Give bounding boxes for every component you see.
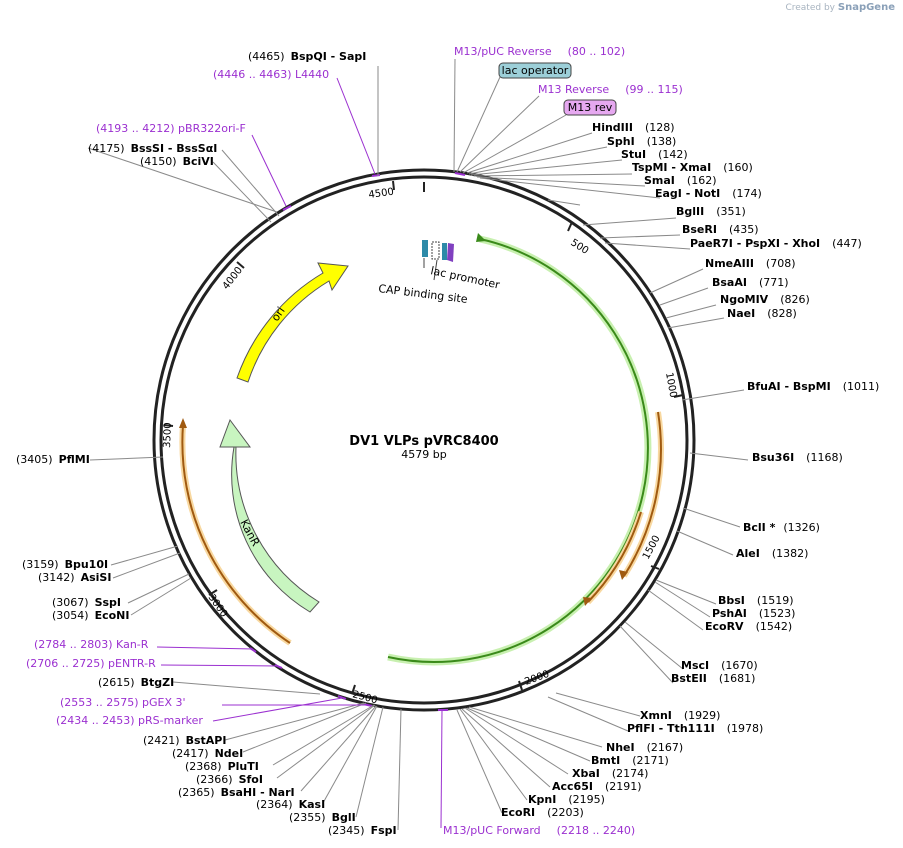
- site-label-bsahi: (2365)BsaHI - NarI: [178, 786, 295, 799]
- site-label-bbsi: BbsI(1519): [718, 594, 793, 607]
- kanr-label: KanR: [237, 517, 262, 548]
- primer-label-m13puc-forward: M13/pUC Forward(2218 .. 2240): [443, 824, 635, 837]
- site-label-bsu36i: Bsu36I(1168): [752, 451, 843, 464]
- site-label-bsteii: BstEII(1681): [671, 672, 755, 685]
- site-label-bsssi: (4175)BssSI - BssSαI: [88, 142, 217, 155]
- site-label-paer7i: PaeR7I - PspXI - XhoI(447): [690, 237, 862, 250]
- site-label-ecori: EcoRI(2203): [501, 806, 584, 819]
- site-label-stui: StuI(142): [621, 148, 688, 161]
- site-label-pshai: PshAI(1523): [712, 607, 795, 620]
- lac-operator-box: [498, 62, 572, 79]
- site-label-ngomiv: NgoMIV(826): [720, 293, 810, 306]
- created-by-text: Created by: [785, 3, 835, 13]
- site-label-alei: AleI(1382): [736, 547, 808, 560]
- primer-label-prs-marker: (2434 .. 2453) pRS-marker: [56, 714, 203, 727]
- site-label-ecorv: EcoRV(1542): [705, 620, 792, 633]
- primer-label-pgex3: (2553 .. 2575) pGEX 3': [60, 696, 186, 709]
- site-label-fspi: (2345)FspI: [328, 824, 397, 837]
- site-label-xbai: XbaI(2174): [572, 767, 648, 780]
- site-label-sspi: (3067)SspI: [52, 596, 121, 609]
- lac-operator-box-label: lac operator: [502, 64, 569, 77]
- site-labels: (4465)BspQI - SapI M13/pUC Reverse(80 ..…: [16, 45, 879, 837]
- site-label-bseri: BseRI(435): [682, 223, 759, 236]
- site-label-hindiii: HindIII(128): [592, 121, 675, 134]
- tick-3000: 3000: [206, 592, 230, 619]
- site-label-bsaai: BsaAI(771): [712, 276, 789, 289]
- tick-4500: 4500: [368, 187, 395, 201]
- site-label-econi: (3054)EcoNI: [52, 609, 129, 622]
- m13rev-box: [563, 99, 617, 116]
- site-label-bgli: (2355)BglI: [289, 811, 356, 824]
- primer-label-kan-r: (2784 .. 2803) Kan-R: [34, 638, 149, 651]
- tick-3500: 3500: [162, 422, 174, 448]
- cap-site-label: CAP binding site: [378, 282, 469, 306]
- site-label-nmeaiii: NmeAIII(708): [705, 257, 796, 270]
- site-label-bspqi: (4465)BspQI - SapI: [248, 50, 366, 63]
- site-label-bstapi: (2421)BstAPI: [143, 734, 226, 747]
- site-label-bcli: BclI *(1326): [743, 521, 820, 534]
- brand-text: SnapGene: [837, 2, 895, 13]
- site-label-bfuai: BfuAI - BspMI(1011): [747, 380, 879, 393]
- site-label-sphi: SphI(138): [607, 135, 676, 148]
- primer-label-m13-reverse: M13 Reverse(99 .. 115): [538, 83, 683, 96]
- primer-label-pentr-r: (2706 .. 2725) pENTR-R: [26, 657, 156, 670]
- site-label-bmti: BmtI(2171): [591, 754, 669, 767]
- cap-site-mark: [422, 240, 428, 257]
- site-label-bpu10i: (3159)Bpu10I: [22, 558, 108, 571]
- site-label-kasi: (2364)KasI: [256, 798, 325, 811]
- primer-marks: [249, 172, 466, 711]
- site-label-asisi: (3142)AsiSI: [38, 571, 111, 584]
- site-label-acc65i: Acc65I(2191): [552, 780, 642, 793]
- tick-1000: 1000: [663, 372, 678, 399]
- tick-500: 500: [568, 237, 590, 257]
- map-title: DV1 VLPs pVRC8400: [349, 434, 498, 449]
- site-label-tspmi: TspMI - XmaI(160): [632, 161, 753, 174]
- ori-arrow: [236, 262, 349, 383]
- lac-promoter-mark: [431, 241, 440, 260]
- kanr-arrow: [219, 418, 320, 613]
- primer-leaders: [156, 77, 443, 829]
- leader-lines: [87, 58, 749, 831]
- site-label-btgzi: (2615)BtgZI: [98, 676, 174, 689]
- snapgene-logo: Created by SnapGene: [785, 2, 895, 13]
- site-label-naei: NaeI(828): [727, 307, 797, 320]
- site-label-bglii: BglII(351): [676, 205, 746, 218]
- site-label-nhei: NheI(2167): [606, 741, 683, 754]
- lac-promoter-label: lac promoter: [429, 264, 501, 291]
- lac-operator-mark: [442, 243, 447, 260]
- backbone: [152, 168, 696, 712]
- primer-label-l4440: (4446 .. 4463) L4440: [213, 68, 329, 81]
- m13rev-mark: [447, 243, 454, 262]
- site-label-eagi: EagI - NotI(174): [655, 187, 762, 200]
- site-label-xmni: XmnI(1929): [640, 709, 720, 722]
- site-label-msci: MscI(1670): [681, 659, 758, 672]
- site-label-sfoi: (2366)SfoI: [196, 773, 263, 786]
- m13rev-box-label: M13 rev: [568, 101, 613, 114]
- features: ori KanR lac promoter CAP binding site: [179, 233, 664, 666]
- site-label-kpni: KpnI(2195): [528, 793, 605, 806]
- site-label-smai: SmaI(162): [644, 174, 717, 187]
- site-label-pluti: (2368)PluTI: [185, 760, 259, 773]
- site-label-pflmi: (3405)PflMI: [16, 453, 90, 466]
- primer-label-m13puc-reverse: M13/pUC Reverse(80 .. 102): [454, 45, 625, 58]
- site-label-ndei: (2417)NdeI: [172, 747, 243, 760]
- primer-label-pbr322ori: (4193 .. 4212) pBR322ori-F: [96, 122, 246, 135]
- site-label-pflfi: PflFI - Tth111I(1978): [627, 722, 763, 735]
- map-size: 4579 bp: [401, 448, 446, 461]
- site-label-bcivi: (4150)BciVI: [140, 155, 214, 168]
